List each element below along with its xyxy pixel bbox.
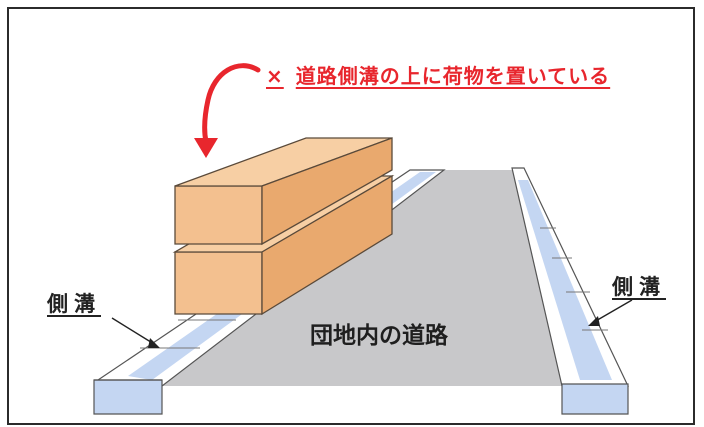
gutter-label-left: 側溝	[47, 292, 101, 316]
road-label: 団地内の道路	[310, 323, 448, 349]
gutter-right-leader	[593, 299, 633, 323]
cross-mark-icon: ×	[266, 64, 284, 88]
gutter-label-right: 側溝	[612, 275, 666, 299]
cargo-block-upper	[174, 185, 263, 245]
road-surface	[162, 170, 565, 386]
warning-text: 道路側溝の上に荷物を置いている	[295, 64, 611, 88]
right-gutter	[511, 167, 629, 415]
cargo-block-lower	[174, 251, 263, 315]
cargo-stack	[172, 137, 395, 316]
warning-caption: × 道路側溝の上に荷物を置いている	[266, 60, 610, 89]
warning-arrow-icon	[194, 63, 261, 158]
gutter-left-leader	[111, 317, 155, 345]
